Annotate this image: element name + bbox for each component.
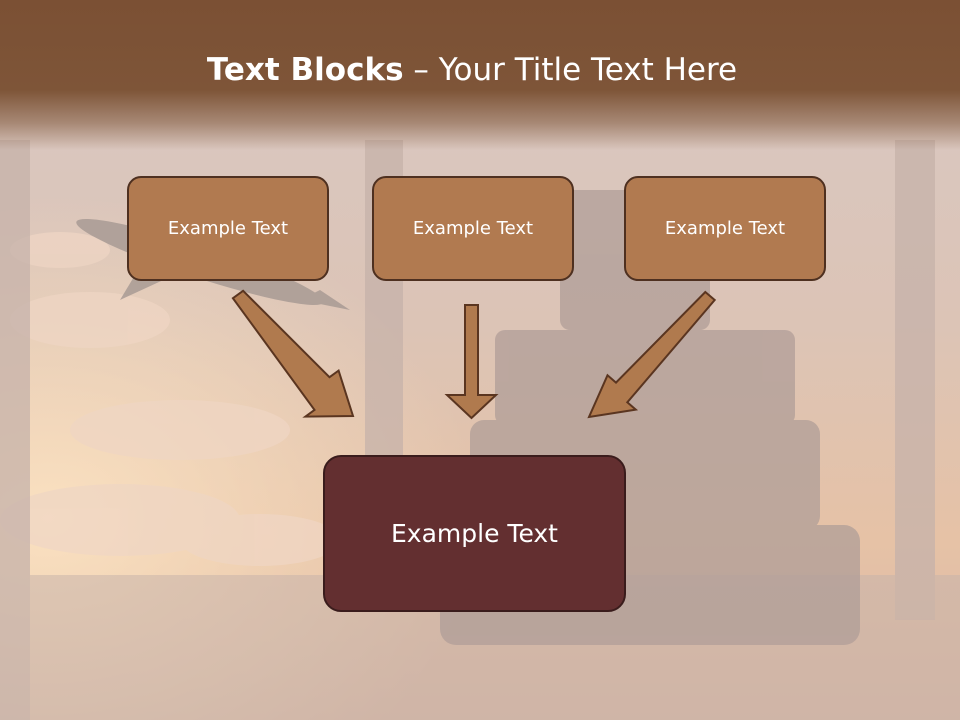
target-block[interactable]: Example Text	[323, 455, 626, 612]
title-bar	[0, 0, 960, 150]
text-block-2-label: Example Text	[412, 218, 534, 239]
arrow-center	[444, 304, 499, 420]
text-block-1[interactable]: Example Text	[127, 176, 329, 281]
title-dash: –	[403, 52, 439, 88]
arrow-right	[587, 290, 717, 419]
text-block-3-label: Example Text	[664, 218, 786, 239]
text-block-3[interactable]: Example Text	[624, 176, 826, 281]
slide-title: Text Blocks – Your Title Text Here	[0, 52, 944, 88]
title-rest: Your Title Text Here	[438, 52, 738, 88]
arrow-left	[231, 289, 355, 418]
target-block-label: Example Text	[391, 519, 558, 548]
title-bold-part: Text Blocks	[206, 52, 404, 88]
text-block-2[interactable]: Example Text	[372, 176, 574, 281]
text-block-1-label: Example Text	[167, 218, 289, 239]
